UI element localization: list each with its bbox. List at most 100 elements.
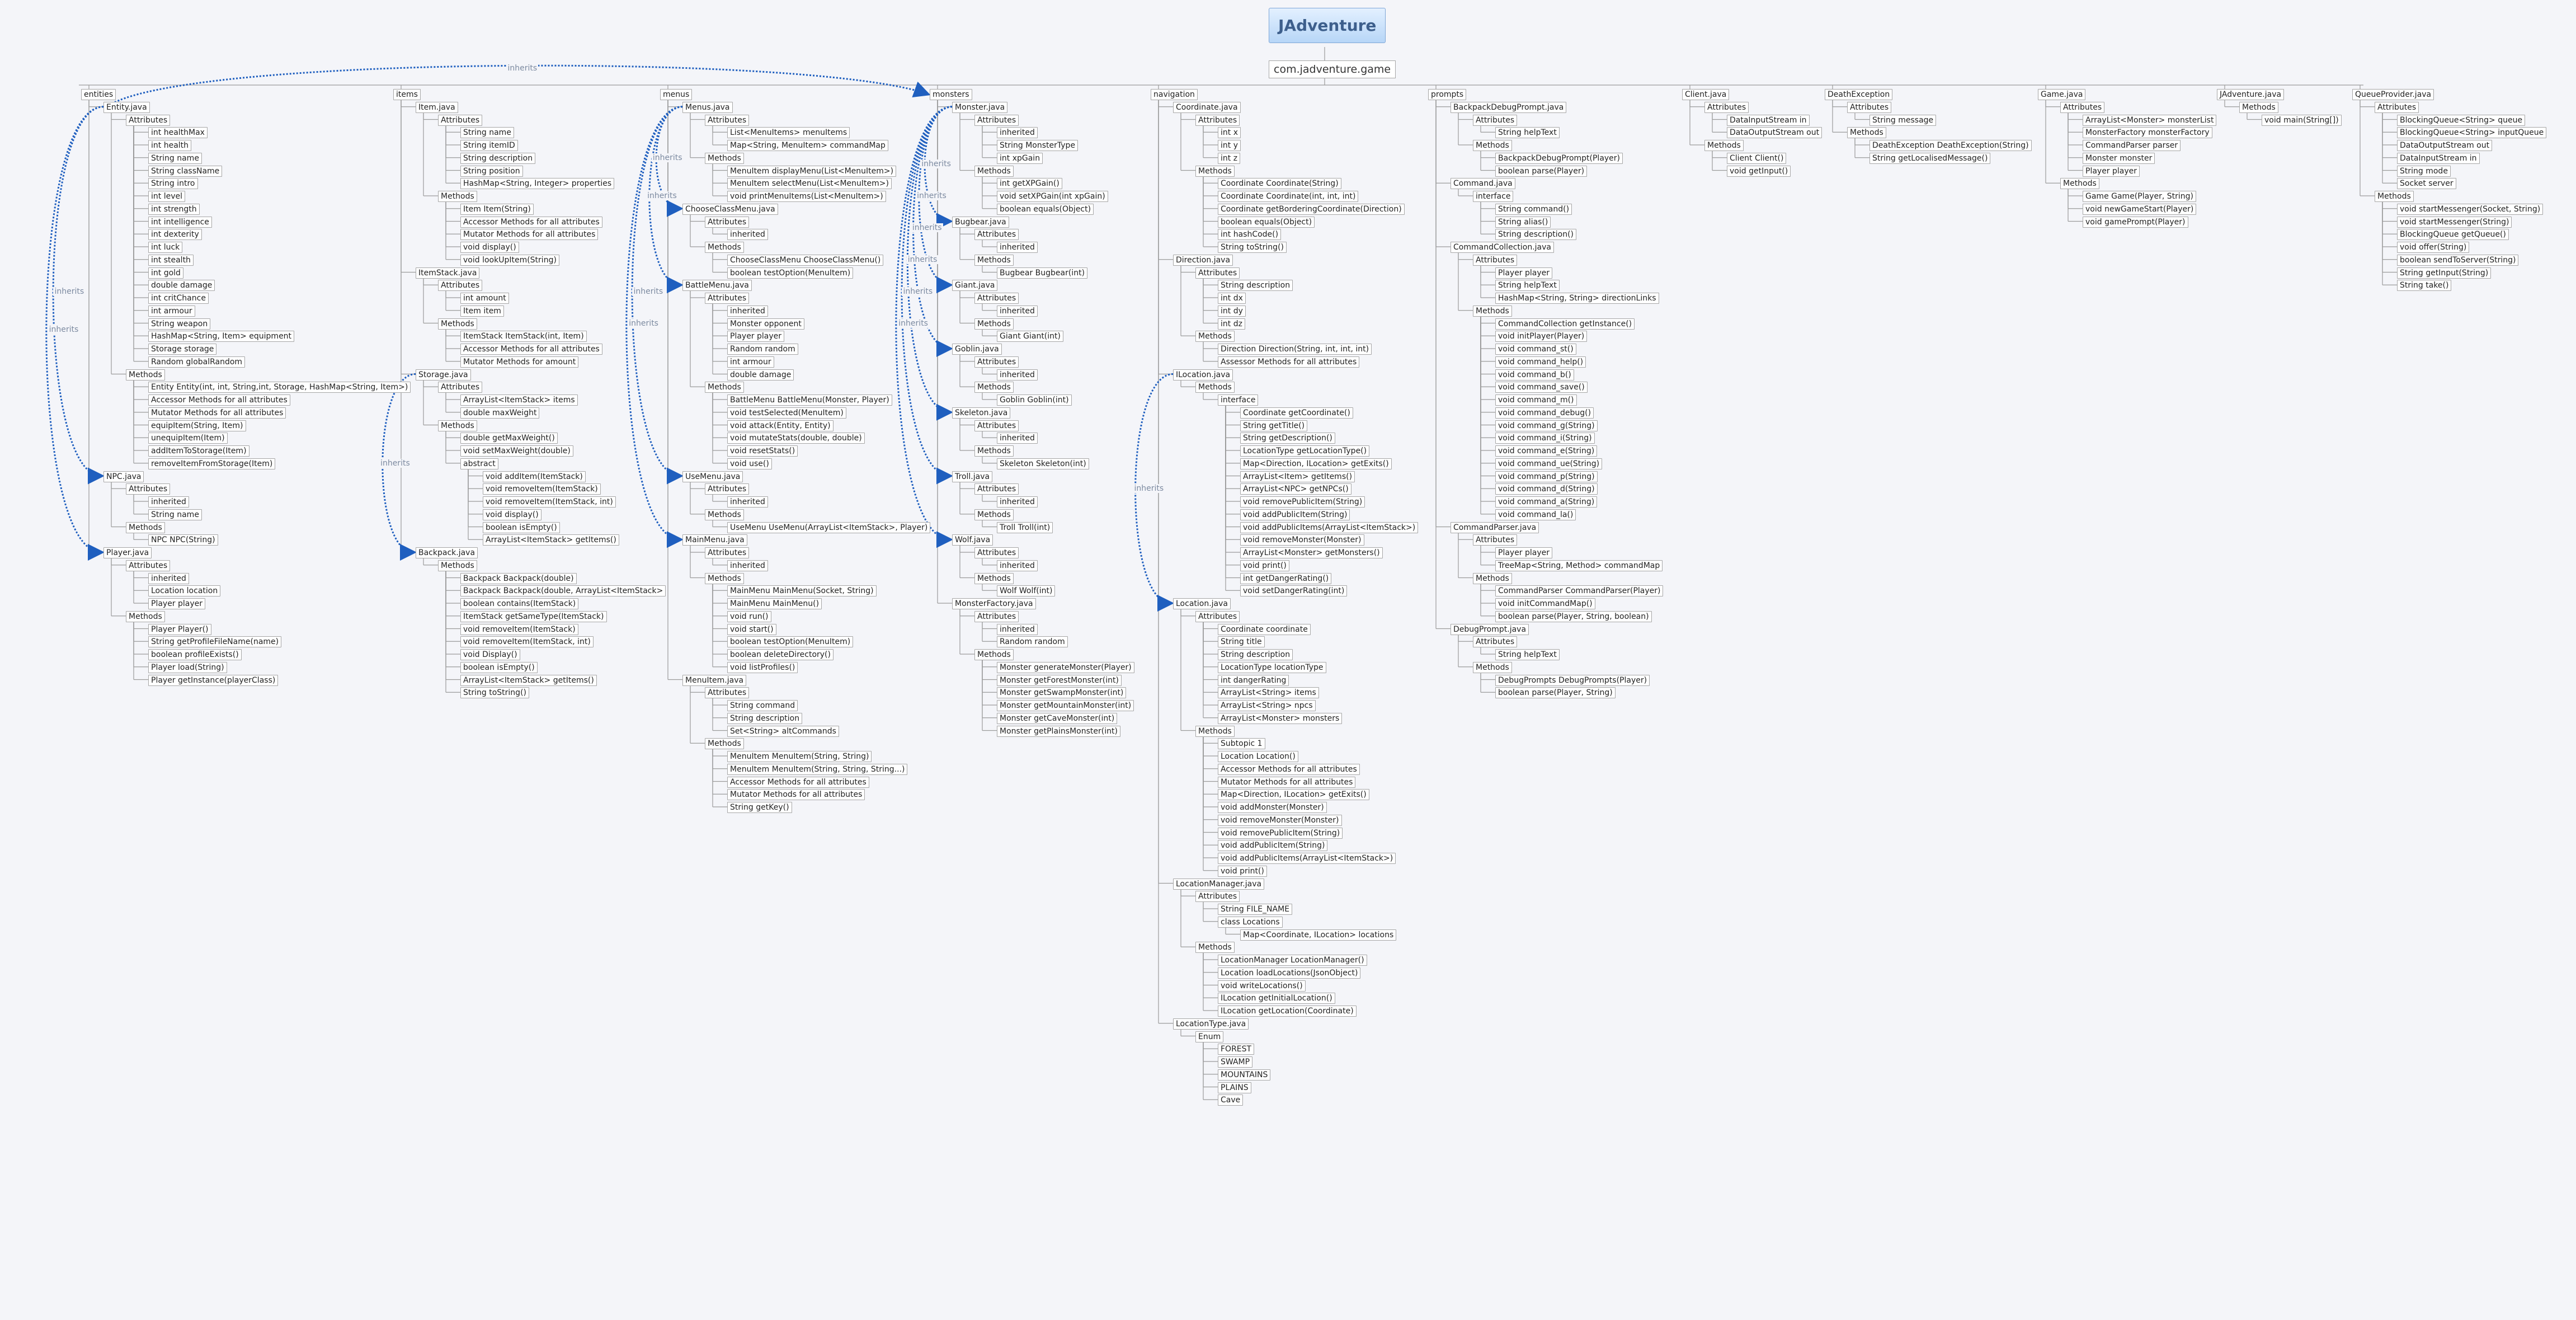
node-void-startmessenger-socket-string[interactable]: void startMessenger(Socket, String) — [2397, 203, 2544, 215]
node-void-removeitem-itemstack[interactable]: void removeItem(ItemStack) — [460, 623, 578, 635]
node-player-java[interactable]: Player.java — [103, 547, 152, 558]
node-methods[interactable]: Methods — [974, 254, 1014, 266]
node-inherited[interactable]: inherited — [997, 305, 1038, 317]
node-menuitem-menuitem-string-string-string[interactable]: MenuItem MenuItem(String, String, String… — [727, 763, 908, 775]
node-void-command-st[interactable]: void command_st() — [1495, 344, 1576, 355]
node-menus-java[interactable]: Menus.java — [682, 101, 733, 113]
node-boolean-equals-object[interactable]: boolean equals(Object) — [997, 203, 1094, 215]
node-string-tostring[interactable]: String toString() — [1218, 242, 1287, 253]
node-monster-getcavemonster-int[interactable]: Monster getCaveMonster(int) — [997, 712, 1118, 724]
node-set-string-altcommands[interactable]: Set<String> altCommands — [727, 725, 839, 737]
node-dataoutputstream-out[interactable]: DataOutputStream out — [1727, 127, 1822, 139]
node-int-strength[interactable]: int strength — [148, 203, 200, 215]
node-methods[interactable]: Methods — [705, 242, 744, 253]
node-int-armour[interactable]: int armour — [148, 305, 195, 317]
node-methods[interactable]: Methods — [1195, 725, 1235, 737]
node-string-title[interactable]: String title — [1218, 636, 1265, 648]
node-socket-server[interactable]: Socket server — [2397, 178, 2456, 190]
node-item-item[interactable]: Item item — [460, 305, 504, 317]
node-void-display[interactable]: void display() — [483, 509, 541, 520]
node-void-listprofiles[interactable]: void listProfiles() — [727, 661, 798, 673]
node-attributes[interactable]: Attributes — [1704, 101, 1749, 113]
node-mutator-methods-for-amount[interactable]: Mutator Methods for amount — [460, 356, 579, 368]
node-void-command-i-string[interactable]: void command_i(String) — [1495, 433, 1595, 444]
node-inherited[interactable]: inherited — [997, 623, 1038, 635]
node-string-getkey[interactable]: String getKey() — [727, 802, 792, 813]
node-commandcollection-getinstance[interactable]: CommandCollection getInstance() — [1495, 318, 1635, 330]
node-battlemenu-battlemenu-monster-player[interactable]: BattleMenu BattleMenu(Monster, Player) — [727, 394, 892, 406]
node-ilocation-getinitiallocation[interactable]: ILocation getInitialLocation() — [1218, 993, 1335, 1004]
node-void-setdangerrating-int[interactable]: void setDangerRating(int) — [1240, 585, 1348, 597]
node-monster-getforestmonster-int[interactable]: Monster getForestMonster(int) — [997, 674, 1122, 686]
node-void-lookupitem-string[interactable]: void lookUpItem(String) — [460, 254, 559, 266]
node-location-location[interactable]: Location location — [148, 585, 221, 597]
node-attributes[interactable]: Attributes — [974, 114, 1019, 126]
node-attributes[interactable]: Attributes — [1195, 267, 1240, 279]
node-mainmenu-mainmenu-socket-string[interactable]: MainMenu MainMenu(Socket, String) — [727, 585, 877, 597]
node-item-item-string[interactable]: Item Item(String) — [460, 203, 534, 215]
node-blockingqueue-getqueue[interactable]: BlockingQueue getQueue() — [2397, 229, 2509, 241]
node-locationtype-java[interactable]: LocationType.java — [1173, 1018, 1249, 1030]
node-navigation[interactable]: navigation — [1151, 89, 1198, 100]
node-map-coordinate-ilocation-locations[interactable]: Map<Coordinate, ILocation> locations — [1240, 929, 1397, 941]
node-int-dexterity[interactable]: int dexterity — [148, 229, 202, 241]
node-inherited[interactable]: inherited — [148, 572, 189, 584]
node-double-damage[interactable]: double damage — [727, 369, 794, 381]
node-entity-entity-int-int-string-int-storage[interactable]: Entity Entity(int, int, String,int, Stor… — [148, 382, 411, 393]
node-monster-getswampmonster-int[interactable]: Monster getSwampMonster(int) — [997, 687, 1127, 699]
node-int-getxpgain[interactable]: int getXPGain() — [997, 178, 1062, 190]
node-boolean-deletedirectory[interactable]: boolean deleteDirectory() — [727, 649, 833, 660]
node-boolean-testoption-menuitem[interactable]: boolean testOption(MenuItem) — [727, 636, 854, 648]
node-boolean-isempty[interactable]: boolean isEmpty() — [460, 661, 538, 673]
node-inherited[interactable]: inherited — [997, 242, 1038, 253]
node-wolf-java[interactable]: Wolf.java — [952, 534, 993, 546]
node-arraylist-itemstack-items[interactable]: ArrayList<ItemStack> items — [460, 394, 578, 406]
node-void-print[interactable]: void print() — [1240, 560, 1289, 571]
node-map-direction-ilocation-getexits[interactable]: Map<Direction, ILocation> getExits() — [1240, 458, 1392, 469]
node-string-getdescription[interactable]: String getDescription() — [1240, 433, 1335, 444]
node-methods[interactable]: Methods — [974, 649, 1014, 660]
node-inherited[interactable]: inherited — [727, 229, 768, 241]
node-methods[interactable]: Methods — [705, 572, 744, 584]
node-methods[interactable]: Methods — [1473, 661, 1512, 673]
node-locationtype-getlocationtype[interactable]: LocationType getLocationType() — [1240, 445, 1370, 457]
node-string-monstertype[interactable]: String MonsterType — [997, 140, 1079, 151]
node-methods[interactable]: Methods — [705, 509, 744, 520]
node-string-helptext[interactable]: String helpText — [1495, 649, 1560, 660]
node-string-position[interactable]: String position — [460, 165, 523, 177]
node-methods[interactable]: Methods — [1195, 382, 1235, 393]
node-void-printmenuitems-list-menuitem[interactable]: void printMenuItems(List<MenuItem>) — [727, 191, 886, 202]
node-void-removemonster-monster[interactable]: void removeMonster(Monster) — [1218, 814, 1342, 826]
node-arraylist-npc-getnpcs[interactable]: ArrayList<NPC> getNPCs() — [1240, 483, 1351, 495]
node-additemtostorage-item[interactable]: addItemToStorage(Item) — [148, 445, 249, 457]
node-client-client[interactable]: Client Client() — [1727, 152, 1787, 164]
node-methods[interactable]: Methods — [1473, 305, 1512, 317]
node-plains[interactable]: PLAINS — [1218, 1082, 1251, 1093]
node-methods[interactable]: Methods — [1195, 331, 1235, 342]
node-attributes[interactable]: Attributes — [1195, 114, 1240, 126]
node-string-helptext[interactable]: String helpText — [1495, 127, 1560, 139]
node-double-maxweight[interactable]: double maxWeight — [460, 407, 540, 419]
node-interface[interactable]: interface — [1473, 191, 1514, 202]
node-attributes[interactable]: Attributes — [126, 483, 171, 495]
node-string-message[interactable]: String message — [1869, 114, 1937, 126]
node-arraylist-monster-monsterlist[interactable]: ArrayList<Monster> monsterList — [2083, 114, 2217, 126]
node-int-dangerrating[interactable]: int dangerRating — [1218, 674, 1289, 686]
node-bugbear-bugbear-int[interactable]: Bugbear Bugbear(int) — [997, 267, 1088, 279]
node-double-damage[interactable]: double damage — [148, 280, 215, 292]
node-accessor-methods-for-all-attributes[interactable]: Accessor Methods for all attributes — [727, 776, 869, 788]
node-battlemenu-java[interactable]: BattleMenu.java — [682, 280, 752, 292]
node-int-amount[interactable]: int amount — [460, 293, 509, 304]
node-mutator-methods-for-all-attributes[interactable]: Mutator Methods for all attributes — [148, 407, 286, 419]
node-int-health[interactable]: int health — [148, 140, 192, 151]
node-coordinate-getcoordinate[interactable]: Coordinate getCoordinate() — [1240, 407, 1353, 419]
node-player-player[interactable]: Player player — [148, 598, 206, 609]
node-commandparser-java[interactable]: CommandParser.java — [1451, 522, 1539, 533]
node-class-locations[interactable]: class Locations — [1218, 916, 1283, 928]
node-void-main-string[interactable]: void main(String[]) — [2262, 114, 2342, 126]
node-random-globalrandom[interactable]: Random globalRandom — [148, 356, 246, 368]
node-menuitem-selectmenu-list-menuitem[interactable]: MenuItem selectMenu(List<MenuItem>) — [727, 178, 892, 190]
node-int-critchance[interactable]: int critChance — [148, 293, 209, 304]
node-usemenu-java[interactable]: UseMenu.java — [682, 471, 743, 482]
node-int-stealth[interactable]: int stealth — [148, 254, 194, 266]
